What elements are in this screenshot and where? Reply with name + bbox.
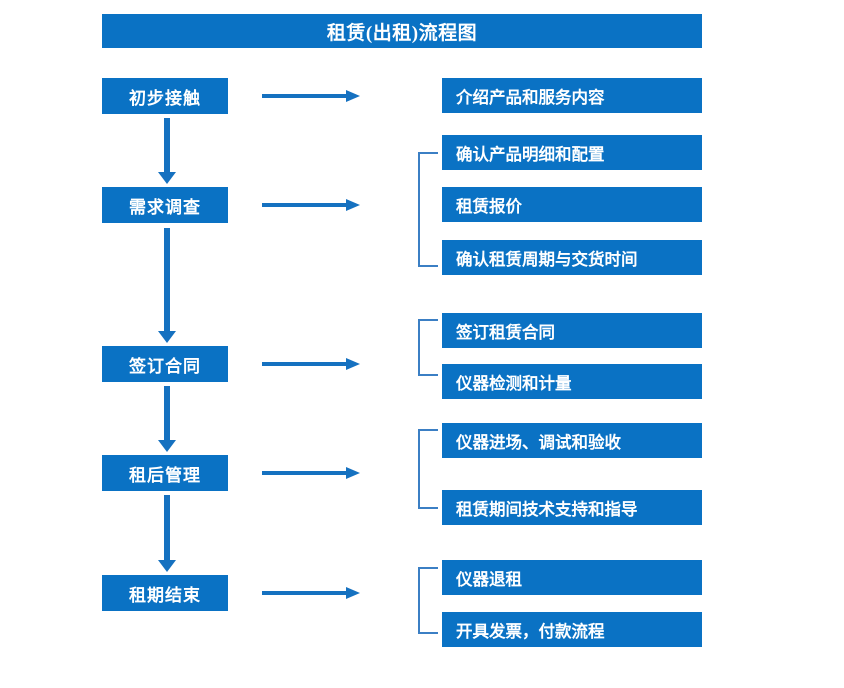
arrow-head-icon — [346, 199, 360, 211]
arrow-shaft — [262, 203, 348, 207]
arrow-shaft — [262, 471, 348, 475]
horizontal-arrow-3 — [262, 356, 362, 372]
group-bracket-needs-survey — [418, 152, 438, 267]
arrow-head-icon — [346, 467, 360, 479]
stage-box-needs-survey[interactable]: 需求调查 — [102, 187, 228, 223]
detail-box-instrument-return[interactable]: 仪器退租 — [442, 560, 702, 595]
stage-box-post-rental-management[interactable]: 租后管理 — [102, 455, 228, 491]
detail-box-invoice-payment[interactable]: 开具发票，付款流程 — [442, 612, 702, 647]
arrow-shaft — [262, 362, 348, 366]
arrow-shaft — [164, 118, 170, 172]
stage-box-initial-contact[interactable]: 初步接触 — [102, 78, 228, 114]
arrow-shaft — [164, 495, 170, 560]
arrow-shaft — [164, 228, 170, 331]
arrow-head-icon — [346, 90, 360, 102]
arrow-head-icon — [346, 587, 360, 599]
detail-box-introduce-products[interactable]: 介绍产品和服务内容 — [442, 78, 702, 113]
arrow-shaft — [164, 386, 170, 440]
arrow-head-icon — [158, 172, 176, 184]
arrow-head-icon — [158, 331, 176, 343]
horizontal-arrow-1 — [262, 88, 362, 104]
group-bracket-sign-contract — [418, 319, 438, 376]
horizontal-arrow-2 — [262, 197, 362, 213]
arrow-head-icon — [346, 358, 360, 370]
vertical-arrow-4 — [158, 495, 176, 572]
detail-box-confirm-product-spec[interactable]: 确认产品明细和配置 — [442, 135, 702, 170]
detail-box-confirm-lease-period[interactable]: 确认租赁周期与交货时间 — [442, 240, 702, 275]
detail-box-sign-lease-contract[interactable]: 签订租赁合同 — [442, 313, 702, 348]
detail-box-rental-quotation[interactable]: 租赁报价 — [442, 187, 702, 222]
arrow-head-icon — [158, 560, 176, 572]
vertical-arrow-2 — [158, 228, 176, 343]
group-bracket-post-rental — [418, 429, 438, 509]
detail-box-instrument-installation[interactable]: 仪器进场、调试和验收 — [442, 423, 702, 458]
detail-box-technical-support[interactable]: 租赁期间技术支持和指导 — [442, 490, 702, 525]
horizontal-arrow-5 — [262, 585, 362, 601]
vertical-arrow-1 — [158, 118, 176, 184]
horizontal-arrow-4 — [262, 465, 362, 481]
arrow-shaft — [262, 591, 348, 595]
detail-box-instrument-inspection[interactable]: 仪器检测和计量 — [442, 364, 702, 399]
vertical-arrow-3 — [158, 386, 176, 452]
page-title: 租赁(出租)流程图 — [102, 14, 702, 48]
stage-box-lease-end[interactable]: 租期结束 — [102, 575, 228, 611]
arrow-head-icon — [158, 440, 176, 452]
arrow-shaft — [262, 94, 348, 98]
stage-box-sign-contract[interactable]: 签订合同 — [102, 346, 228, 382]
group-bracket-lease-end — [418, 567, 438, 634]
